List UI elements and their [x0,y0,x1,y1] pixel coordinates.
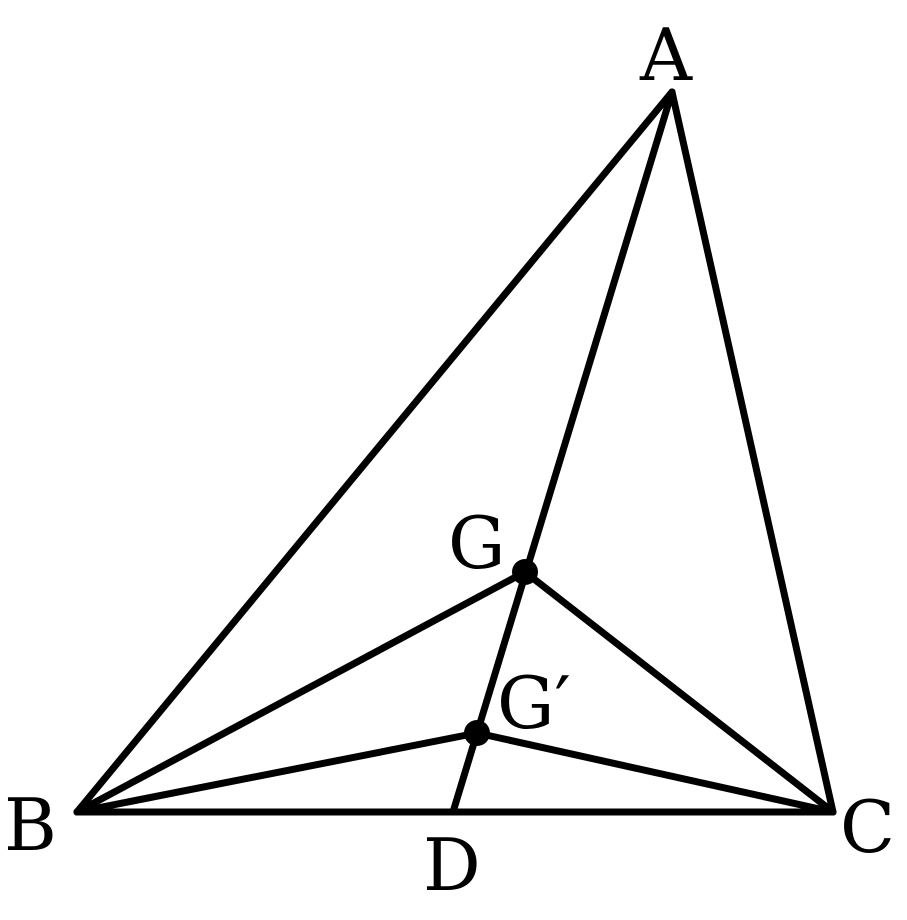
segment-cg [521,568,837,816]
label-g: G [448,501,506,585]
segment-ac [668,88,837,816]
label-d: D [423,823,481,907]
segment-bgp [73,729,481,816]
segment-ad [449,88,676,816]
point-gp [464,720,490,746]
segment-ab [73,88,676,816]
segment-cgp [473,729,837,816]
segment-bg [73,568,529,816]
label-gp: G′ [497,661,571,745]
point-g [512,559,538,585]
label-c: C [840,785,895,869]
label-a: A [639,13,693,97]
label-b: B [4,783,57,867]
